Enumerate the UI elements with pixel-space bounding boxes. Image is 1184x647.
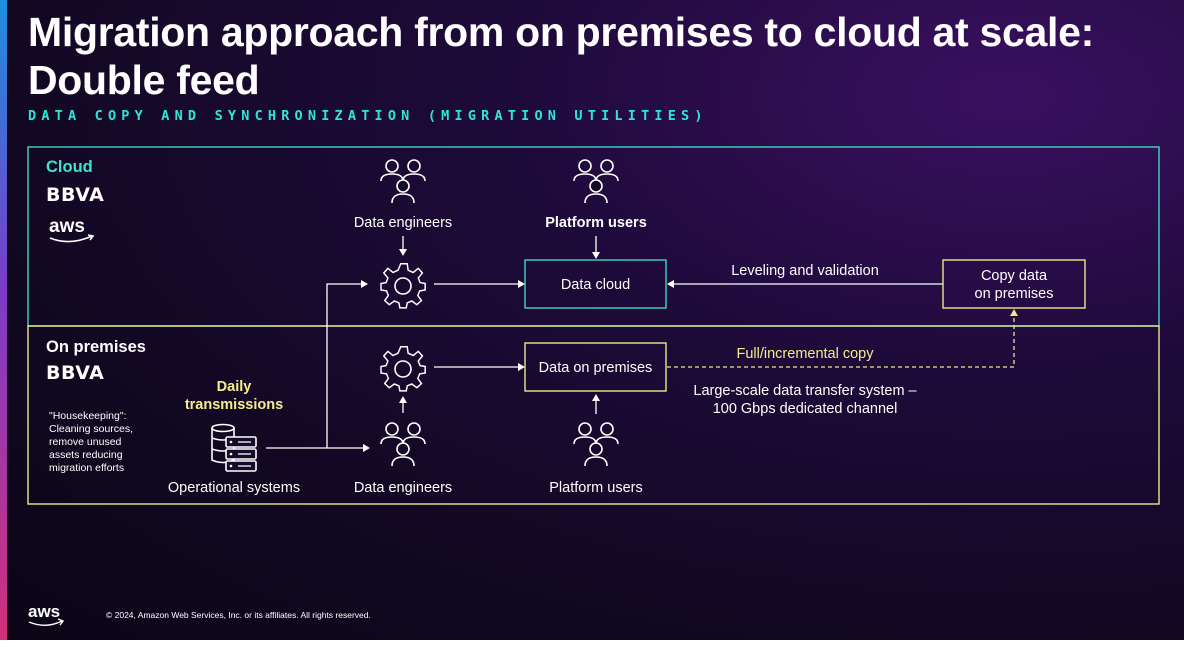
gear-icon-cloud	[380, 262, 426, 309]
onprem-zone-label: On premises	[46, 338, 146, 356]
aws-footer-logo: aws	[28, 602, 60, 621]
operational-systems-label: Operational systems	[168, 480, 300, 496]
platform-users-cloud-icon	[573, 159, 619, 204]
platform-users-onprem-icon	[573, 422, 619, 467]
daily-transmissions-line2: transmissions	[185, 397, 283, 413]
platform-users-cloud-label: Platform users	[545, 215, 647, 231]
transfer-system-line2: 100 Gbps dedicated channel	[713, 401, 898, 417]
housekeeping-note-line5: migration efforts	[49, 462, 124, 474]
slide-title: Migration approach from on premises to c…	[28, 9, 1094, 103]
onprem-zone-border	[27, 325, 1160, 505]
daily-transmissions-line1: Daily	[217, 379, 252, 395]
aws-footer-smile-icon	[28, 618, 65, 626]
data-engineers-onprem-label: Data engineers	[354, 480, 452, 496]
transfer-system-line1: Large-scale data transfer system –	[693, 383, 917, 399]
copy-data-label-line1: Copy data	[981, 268, 1048, 284]
data-engineers-cloud-icon	[380, 159, 426, 204]
data-on-premises-box	[524, 342, 667, 392]
cloud-zone-label: Cloud	[46, 158, 93, 176]
leveling-validation-label: Leveling and validation	[731, 263, 879, 279]
full-incremental-copy-label: Full/incremental copy	[737, 346, 875, 362]
housekeeping-note-line4: assets reducing	[49, 449, 123, 461]
accent-bar	[0, 0, 7, 640]
slide-subtitle: DATA COPY AND SYNCHRONIZATION (MIGRATION…	[28, 108, 708, 124]
data-engineers-onprem-icon	[380, 422, 426, 467]
housekeeping-note-line1: "Housekeeping":	[49, 410, 127, 422]
bbva-logo-onprem: BBVA	[46, 362, 104, 384]
housekeeping-note-line3: remove unused	[49, 436, 122, 448]
aws-smile-icon	[49, 234, 95, 243]
data-cloud-label: Data cloud	[561, 277, 630, 293]
footer-copyright: © 2024, Amazon Web Services, Inc. or its…	[106, 610, 371, 620]
copy-data-label-line2: on premises	[975, 286, 1054, 302]
data-engineers-cloud-label: Data engineers	[354, 215, 452, 231]
copy-data-box	[942, 259, 1086, 309]
data-on-premises-label: Data on premises	[539, 360, 653, 376]
gear-icon-onprem	[380, 345, 426, 392]
aws-logo-cloud: aws	[49, 216, 85, 237]
platform-users-onprem-label: Platform users	[549, 480, 642, 496]
housekeeping-note-line2: Cleaning sources,	[49, 423, 133, 435]
database-servers-icon	[211, 423, 257, 472]
bbva-logo-cloud: BBVA	[46, 184, 104, 206]
